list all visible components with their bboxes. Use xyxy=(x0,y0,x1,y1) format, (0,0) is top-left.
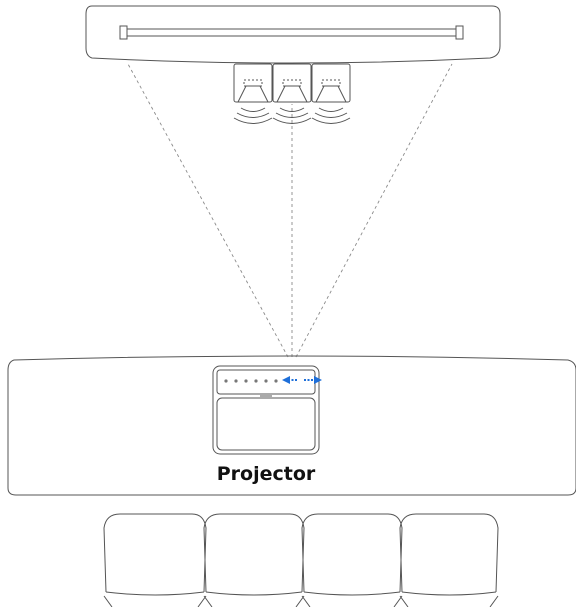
speaker-icon xyxy=(233,63,273,103)
projection-beam xyxy=(127,63,453,358)
projector-icon xyxy=(212,365,322,455)
sound-wave-icon xyxy=(272,107,312,124)
projector-label: Projector xyxy=(217,463,316,485)
speaker-icon xyxy=(311,63,351,103)
seat-icon xyxy=(301,513,403,607)
screen-bar-icon xyxy=(119,25,464,40)
speaker-icon xyxy=(272,63,312,103)
sound-wave-icon xyxy=(233,107,273,124)
sound-wave-icon xyxy=(311,107,351,124)
seat-icon xyxy=(203,513,305,607)
screen-unit xyxy=(85,5,501,64)
arrow-left-icon xyxy=(282,376,298,384)
speaker-group xyxy=(233,63,351,124)
projector-control-dots xyxy=(224,379,278,383)
seat-icon xyxy=(399,513,499,607)
screen-wall xyxy=(85,5,501,64)
arrow-right-icon xyxy=(304,376,322,384)
seating-row xyxy=(103,513,499,607)
seat-icon xyxy=(103,513,207,607)
